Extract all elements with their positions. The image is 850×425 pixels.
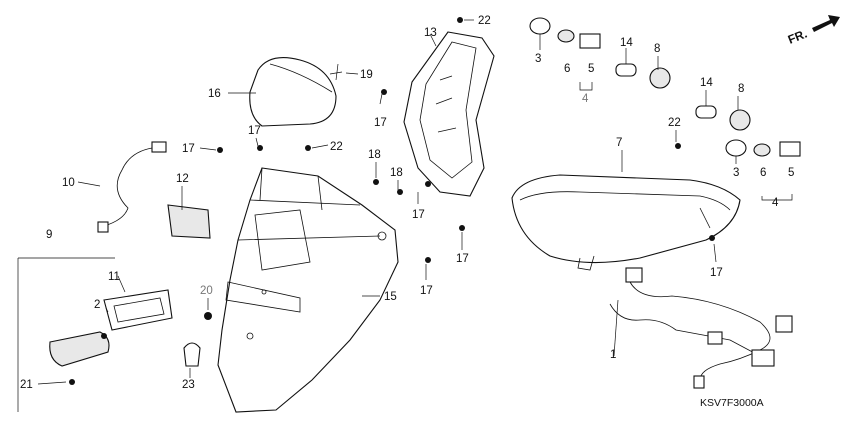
callout-labels: 1 2 3 3 4 4 5 5 6 6 7 8 8 9 10 11 12 13 … xyxy=(20,15,794,391)
callout-2: 2 xyxy=(94,299,100,311)
diagram-code: KSV7F3000A xyxy=(700,397,764,409)
turn-signal-light xyxy=(511,174,741,271)
wire-harness xyxy=(609,267,793,389)
callout-8a: 8 xyxy=(654,43,660,55)
callout-23: 23 xyxy=(182,379,195,391)
front-direction-label: FR. xyxy=(786,27,809,47)
callout-17c: 17 xyxy=(374,117,387,129)
callout-4a: 4 xyxy=(582,93,589,105)
callout-16: 16 xyxy=(208,88,221,100)
callout-9: 9 xyxy=(46,229,52,241)
callout-11: 11 xyxy=(108,271,120,283)
front-arrow-icon xyxy=(812,15,840,32)
callout-22b: 22 xyxy=(330,141,343,153)
callout-22c: 22 xyxy=(668,117,681,129)
callout-7: 7 xyxy=(616,137,622,149)
callout-19: 19 xyxy=(360,69,373,81)
callout-3a: 3 xyxy=(535,53,541,65)
callout-5a: 5 xyxy=(588,63,594,75)
callout-3b: 3 xyxy=(733,167,739,179)
callout-20: 20 xyxy=(200,285,213,297)
callout-5b: 5 xyxy=(788,167,794,179)
bulbs-and-sockets xyxy=(529,17,801,157)
license-light-group xyxy=(17,204,211,412)
callout-18b: 18 xyxy=(390,167,403,179)
callout-17b: 17 xyxy=(248,125,261,137)
leader-lines xyxy=(37,19,793,385)
callout-17a: 17 xyxy=(182,143,195,155)
callout-12: 12 xyxy=(176,173,189,185)
rear-fender xyxy=(217,167,399,413)
callout-6a: 6 xyxy=(564,63,570,75)
license-wire xyxy=(97,141,167,233)
top-cover xyxy=(249,57,337,127)
callout-4b: 4 xyxy=(772,197,779,209)
callout-14b: 14 xyxy=(700,77,713,89)
callout-13: 13 xyxy=(424,27,437,39)
callout-1: 1 xyxy=(610,349,616,361)
callout-17e: 17 xyxy=(456,253,469,265)
callout-10: 10 xyxy=(62,177,75,189)
callout-17d: 17 xyxy=(412,209,425,221)
callout-18a: 18 xyxy=(368,149,381,161)
callout-17f: 17 xyxy=(420,285,433,297)
callout-22a: 22 xyxy=(478,15,491,27)
front-direction-arrow: FR. xyxy=(786,15,840,47)
callout-15: 15 xyxy=(384,291,397,303)
callout-14a: 14 xyxy=(620,37,633,49)
fasteners xyxy=(69,17,715,385)
callout-6b: 6 xyxy=(760,167,766,179)
callout-21: 21 xyxy=(20,379,33,391)
callout-8b: 8 xyxy=(738,83,744,95)
tail-light xyxy=(403,31,495,197)
callout-17g: 17 xyxy=(710,267,723,279)
